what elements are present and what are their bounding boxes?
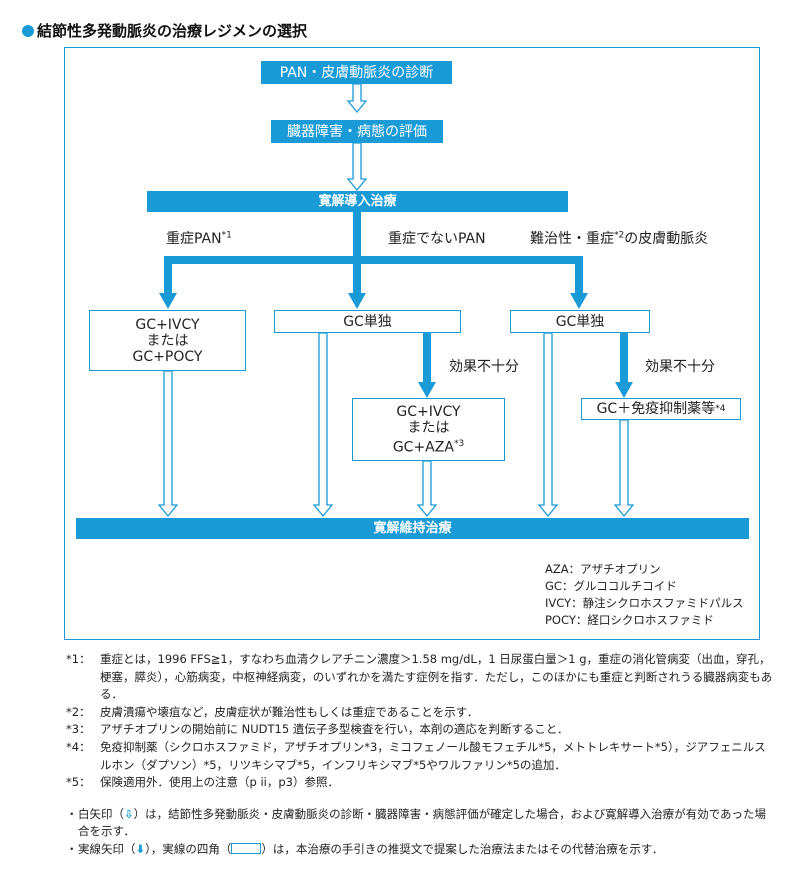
white-arrow-maintenance: [157, 332, 635, 518]
box-ivcy-aza: GC+IVCY または GC+AZA*3: [352, 398, 505, 461]
label-severe-pan: 重症PAN*1: [166, 230, 232, 247]
footnote-2: *2：皮膚潰瘍や壊疽など，皮膚症状が難治性もしくは重症であることを示す．: [66, 704, 479, 719]
page-title: 結節性多発動脈炎の治療レジメンの選択: [22, 20, 307, 41]
footnote-1: *1：重症とは，1996 FFS≧1，すなわち血清クレアチニン濃度＞1.58 m…: [66, 652, 773, 702]
bullet-solid-arrow: ・ 実線矢印（⬇），実線の四角（）は，本治療の手引きの推奨文で提案した治療法また…: [66, 841, 664, 856]
label-insufficient-right: 効果不十分: [645, 359, 715, 375]
box-gc-immunosuppressant: GC＋免疫抑制薬等*4: [581, 398, 741, 420]
label-nonsevere-pan: 重症でないPAN: [388, 231, 486, 247]
white-arrow-top: [346, 83, 368, 192]
abbreviation-legend: AZA：アザチオプリン GC：グルココルチコイド IVCY：静注シクロホスファミ…: [545, 561, 744, 629]
white-arrow-icon: ⇩: [124, 806, 134, 821]
footnote-5: *5：保険適用外．使用上の注意（p ii，p3）参照．: [66, 775, 339, 790]
footnote-3: *3：アザチオプリンの開始前に NUDT15 遺伝子多型検査を行い，本剤の適応を…: [66, 722, 569, 737]
legend-item: AZA：アザチオプリン: [545, 562, 661, 576]
legend-item: IVCY：静注シクロホスファミドパルス: [545, 596, 744, 610]
maintenance-therapy-bar: 寛解維持治療: [76, 518, 749, 539]
evaluation-box: 臓器障害・病態の評価: [271, 120, 443, 143]
box-gc-alone-mid: GC単独: [274, 310, 461, 333]
induction-therapy-bar: 寛解導入治療: [147, 191, 568, 212]
footnotes: *1：重症とは，1996 FFS≧1，すなわち血清クレアチニン濃度＞1.58 m…: [66, 651, 776, 859]
footnote-4: *4：免疫抑制薬（シクロホスファミド，アザチオプリン*3，ミコフェノール酸モフェ…: [66, 739, 766, 772]
box-ivcy-pocy: GC+IVCY または GC+POCY: [89, 310, 246, 371]
solid-arrow-icon: ⬇: [135, 841, 146, 856]
outline-rect-icon: [231, 842, 262, 854]
label-insufficient-mid: 効果不十分: [449, 359, 519, 375]
diagnosis-box: PAN・皮膚動脈炎の診断: [261, 61, 452, 84]
legend-item: POCY：経口シクロホスファミド: [545, 613, 714, 627]
solid-arrow-branch: [159, 212, 633, 398]
label-refractory-cutaneous: 難治性・重症*2の皮膚動脈炎: [530, 230, 709, 247]
box-gc-alone-right: GC単独: [510, 310, 650, 333]
bullet-dot-icon: [22, 25, 34, 37]
flowchart-frame: [64, 47, 760, 640]
bullet-white-arrow: ・ 白矢印（⇩）は，結節性多発動脈炎・皮膚動脈炎の診断・臓器障害・病態評価が確定…: [66, 806, 767, 839]
legend-item: GC：グルココルチコイド: [545, 579, 677, 593]
